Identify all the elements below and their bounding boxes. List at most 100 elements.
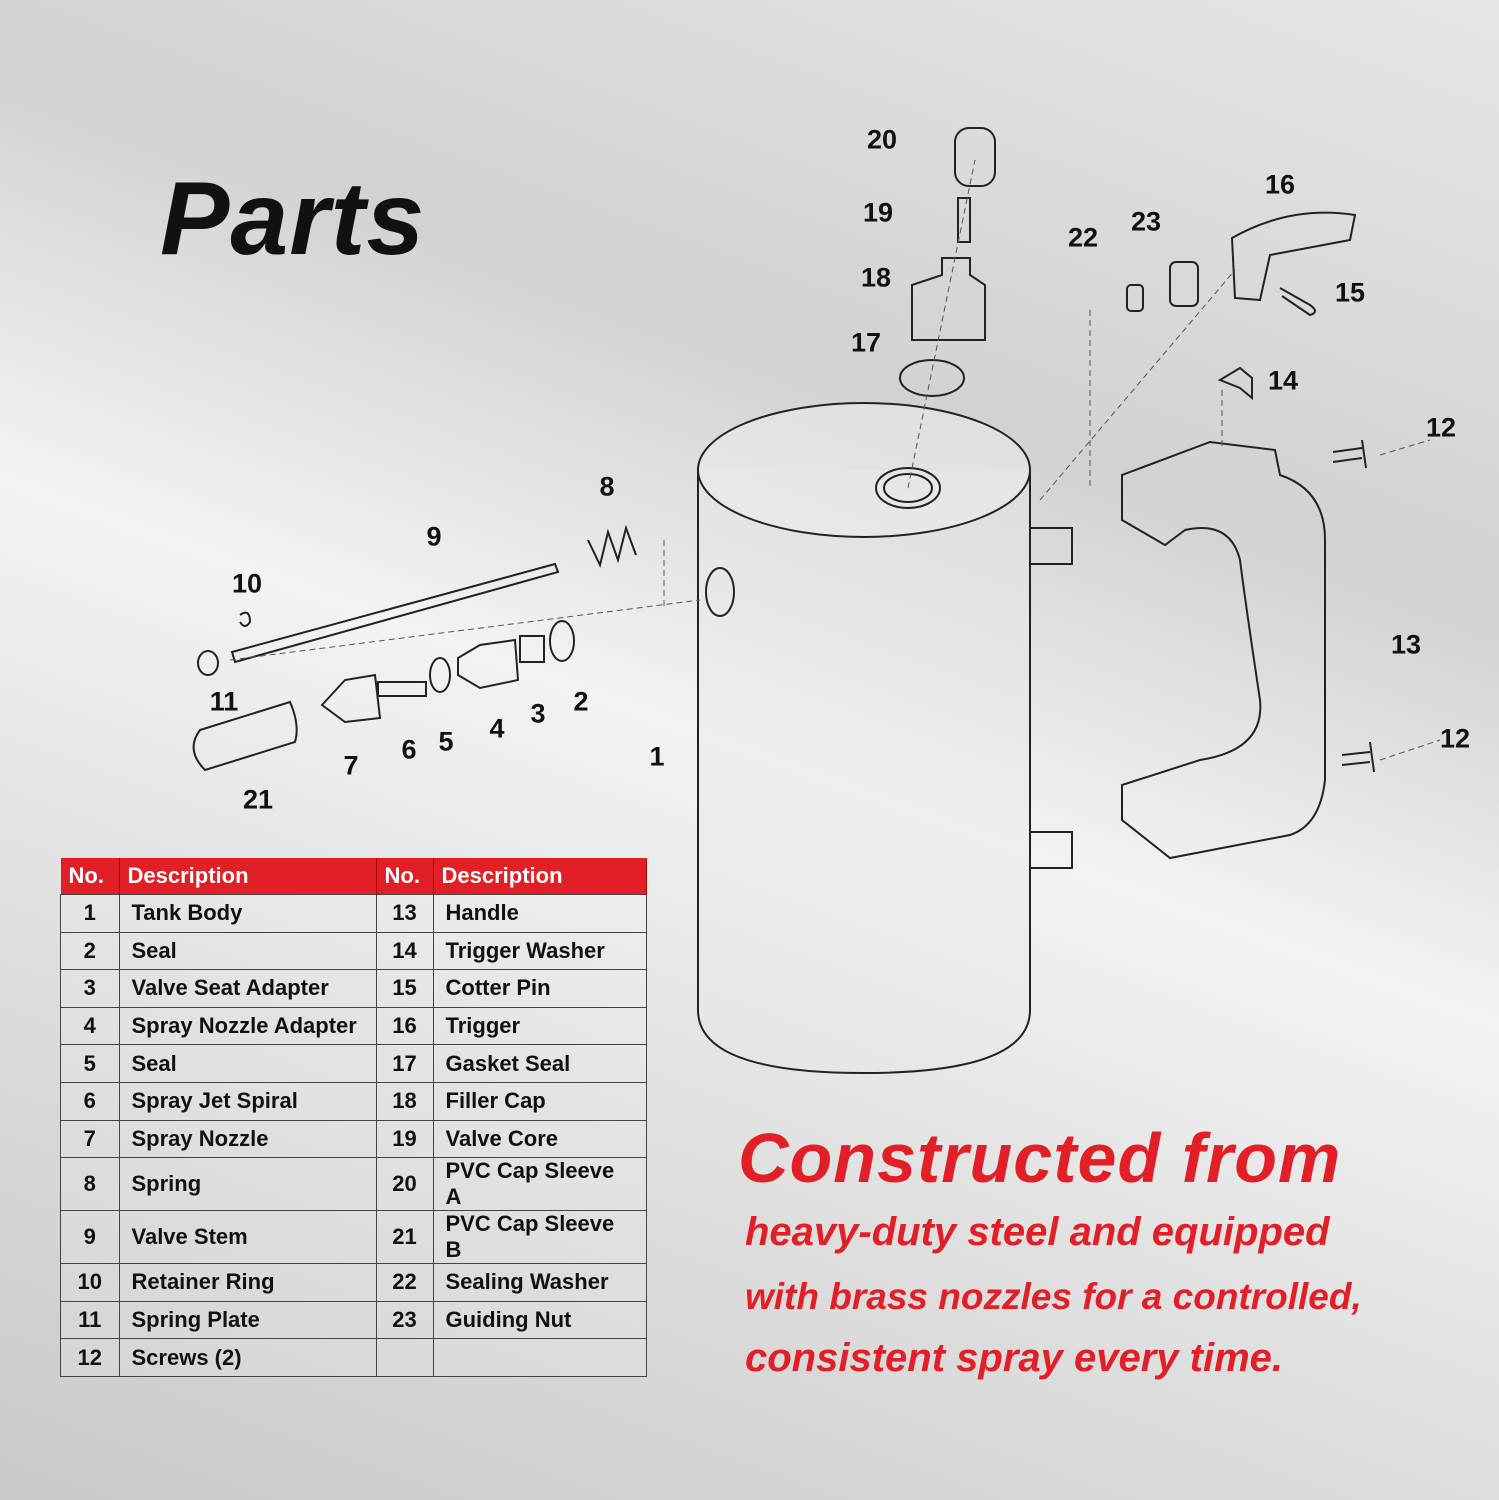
seal-2 (549, 620, 575, 662)
part-description: Spring (118, 1157, 377, 1212)
gasket-seal (899, 359, 965, 397)
callout-19: 19 (862, 197, 894, 228)
part-number: 1 (60, 894, 120, 933)
part-number: 2 (60, 931, 120, 971)
part-description: Screws (2) (118, 1338, 377, 1377)
callout-10: 10 (231, 568, 263, 599)
callout-12-bottom: 12 (1439, 723, 1471, 754)
part-number: 12 (60, 1338, 120, 1377)
sealing-washer (1126, 284, 1144, 312)
pvc-cap-sleeve-b (192, 700, 298, 772)
callout-12-top: 12 (1425, 412, 1457, 443)
part-description: Guiding Nut (432, 1300, 647, 1340)
callout-23: 23 (1130, 206, 1162, 237)
part-number: 4 (60, 1006, 120, 1046)
callout-22: 22 (1067, 222, 1099, 253)
part-number: 16 (375, 1006, 434, 1046)
spray-jet-spiral (377, 681, 427, 697)
valve-seat-adapter (519, 635, 545, 663)
seal-5 (429, 657, 451, 693)
part-description: Spray Nozzle (118, 1119, 377, 1159)
callout-5: 5 (438, 726, 454, 757)
leader-lines (229, 159, 1441, 761)
part-description: Spray Nozzle Adapter (118, 1006, 377, 1046)
valve-stem (230, 562, 560, 664)
screw-bottom (1341, 741, 1375, 773)
page-title: Parts (160, 161, 426, 277)
part-description: Handle (432, 894, 647, 933)
spring (587, 524, 637, 568)
part-number: 19 (375, 1119, 434, 1159)
promo-headline: Constructed from (738, 1119, 1342, 1197)
pvc-cap-sleeve-a (954, 127, 996, 187)
screw-top (1332, 439, 1367, 469)
part-description: Retainer Ring (118, 1263, 377, 1302)
part-number: 8 (60, 1157, 120, 1212)
part-description: Gasket Seal (432, 1044, 647, 1083)
callout-16: 16 (1264, 169, 1296, 200)
callout-9: 9 (426, 521, 442, 552)
promo-line-1: heavy-duty steel and equipped (745, 1210, 1330, 1254)
part-number: 3 (60, 969, 120, 1008)
part-number: 6 (60, 1081, 120, 1121)
part-number: 14 (375, 931, 434, 971)
spring-plate (197, 650, 219, 676)
part-description: Valve Seat Adapter (118, 969, 377, 1008)
header-description: Description (119, 858, 377, 895)
part-description: Spring Plate (118, 1300, 377, 1340)
callout-13: 13 (1390, 629, 1422, 660)
part-description: Seal (118, 931, 377, 971)
filler-cap (911, 257, 986, 341)
callout-18: 18 (860, 262, 892, 293)
handle (1121, 440, 1326, 860)
part-number: 23 (375, 1300, 434, 1340)
part-description (432, 1338, 647, 1377)
callout-21: 21 (242, 784, 274, 815)
part-description: Trigger Washer (432, 931, 647, 971)
callout-11: 11 (209, 686, 239, 717)
part-number: 20 (375, 1157, 434, 1212)
part-number: 18 (375, 1081, 434, 1121)
spray-nozzle (320, 673, 382, 724)
part-number: 9 (60, 1210, 120, 1265)
callout-7: 7 (343, 750, 359, 781)
part-number: 7 (60, 1119, 120, 1159)
cotter-pin (1279, 287, 1316, 317)
callout-4: 4 (489, 713, 505, 744)
part-description: Tank Body (118, 894, 377, 933)
part-number: 22 (375, 1263, 434, 1302)
part-number: 13 (375, 894, 434, 933)
trigger-washer (1217, 366, 1253, 401)
trigger (1230, 211, 1357, 302)
part-description: PVC Cap Sleeve B (432, 1210, 647, 1265)
callout-17: 17 (850, 327, 882, 358)
table-header: No. Description No. Description (60, 858, 647, 895)
part-number: 15 (375, 969, 434, 1008)
callout-1: 1 (649, 741, 665, 772)
callout-8: 8 (599, 471, 615, 502)
part-number: 11 (60, 1300, 120, 1340)
part-description: Cotter Pin (432, 969, 647, 1008)
callout-15: 15 (1334, 277, 1366, 308)
part-description: Spray Jet Spiral (118, 1081, 377, 1121)
callout-14: 14 (1267, 365, 1299, 396)
guiding-nut (1169, 261, 1199, 307)
part-description: Valve Stem (118, 1210, 377, 1265)
callout-2: 2 (573, 686, 589, 717)
part-description: Sealing Washer (432, 1263, 647, 1302)
part-description: Seal (118, 1044, 377, 1083)
part-number: 21 (375, 1210, 434, 1265)
callout-6: 6 (401, 734, 417, 765)
promo-line-3: consistent spray every time. (745, 1336, 1284, 1380)
tank-body (697, 402, 1073, 1075)
